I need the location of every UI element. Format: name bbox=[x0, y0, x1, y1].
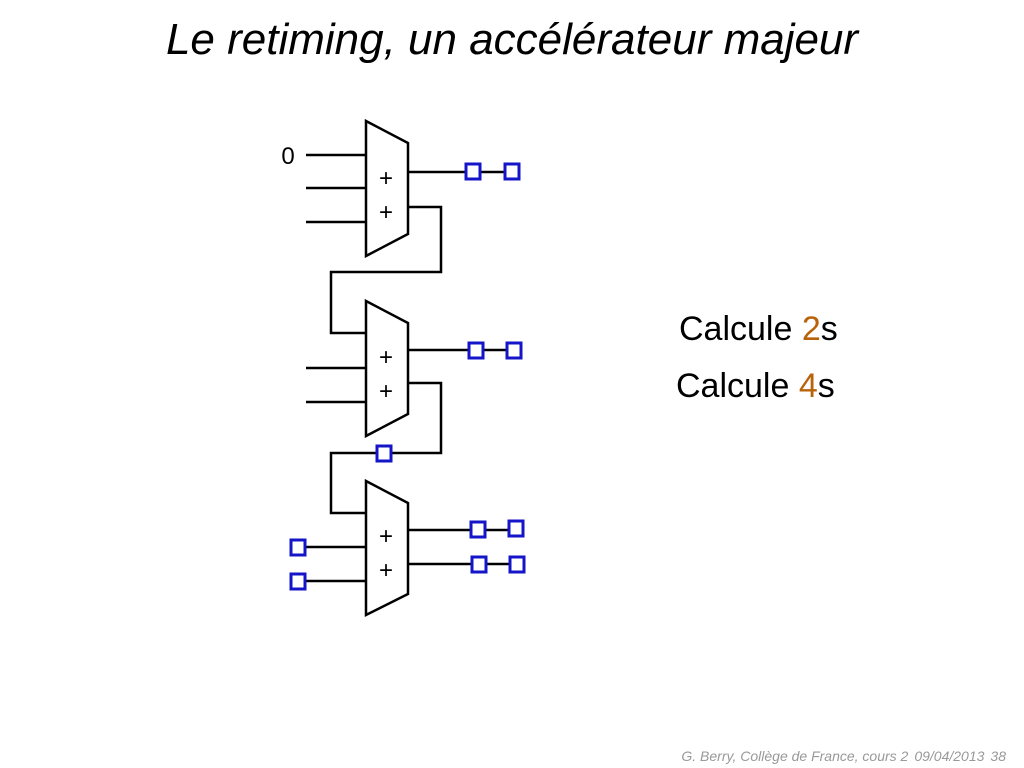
register-square bbox=[464, 162, 482, 181]
footer-author: G. Berry, Collège de France, cours 2 bbox=[681, 748, 909, 764]
adder-block-3 bbox=[364, 478, 410, 618]
register-square bbox=[469, 520, 487, 539]
register-square bbox=[375, 444, 393, 463]
adder-block-2 bbox=[364, 298, 410, 439]
footer-page-number: 38 bbox=[990, 748, 1006, 764]
adder-plus-sign: + bbox=[379, 199, 393, 226]
slide-footer: G. Berry, Collège de France, cours 2 09/0… bbox=[675, 748, 1006, 764]
calcule-number: 2 bbox=[801, 310, 821, 348]
calcule-number: 4 bbox=[798, 367, 818, 405]
adder-plus-sign: + bbox=[379, 523, 393, 550]
calcule-unit: s bbox=[817, 367, 835, 405]
slide-title: Le retiming, un accélérateur majeur bbox=[165, 15, 859, 64]
calcule-text: Calcule bbox=[679, 310, 802, 348]
register-square bbox=[505, 341, 523, 360]
register-square bbox=[289, 538, 307, 557]
calcule-text: Calcule bbox=[676, 367, 799, 405]
calcule-line-2: Calcule 4s bbox=[676, 366, 835, 406]
register-square bbox=[508, 555, 526, 574]
footer-date: 09/04/2013 bbox=[914, 748, 985, 764]
adder-plus-sign: + bbox=[379, 378, 393, 405]
register-square bbox=[470, 555, 488, 574]
calcule-line-1: Calcule 2s bbox=[679, 309, 838, 349]
carry-wire bbox=[329, 205, 443, 335]
adder-plus-sign: + bbox=[379, 344, 393, 371]
input-zero-label: 0 bbox=[281, 143, 294, 170]
register-square bbox=[289, 572, 307, 591]
adder-plus-sign: + bbox=[379, 165, 393, 192]
register-square bbox=[507, 519, 525, 538]
register-square bbox=[467, 341, 485, 360]
adder-block-1 bbox=[364, 118, 410, 259]
adder-plus-sign: + bbox=[379, 557, 393, 584]
calcule-unit: s bbox=[820, 310, 838, 348]
register-square bbox=[503, 162, 521, 181]
